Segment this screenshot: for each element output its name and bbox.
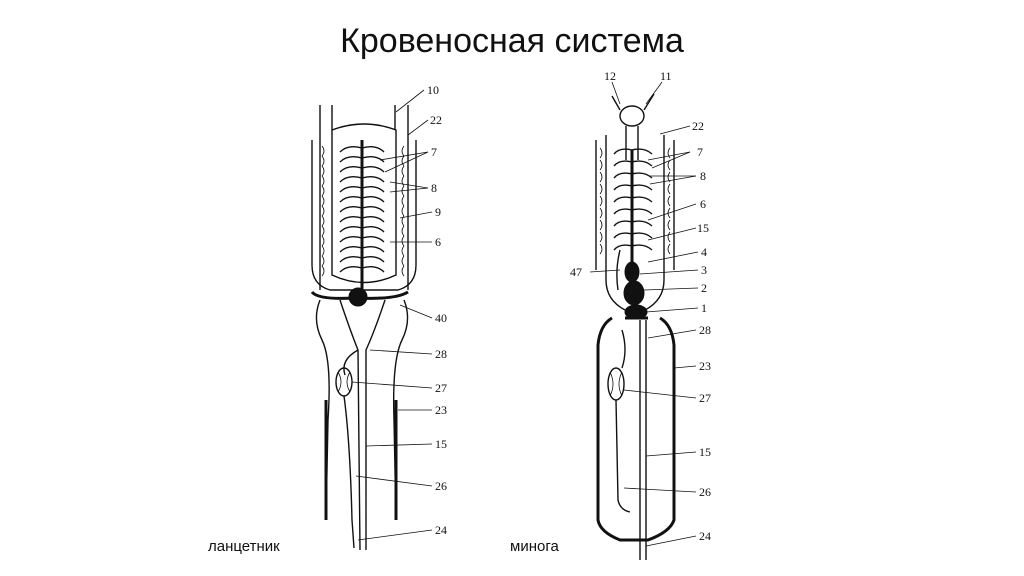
slide-title: Кровеносная система bbox=[340, 22, 684, 60]
lancelet-label: 15 bbox=[435, 437, 447, 451]
lancelet-label: 28 bbox=[435, 347, 447, 361]
lancelet-label: 8 bbox=[431, 181, 437, 195]
lamprey-label: 11 bbox=[660, 69, 672, 83]
lamprey-label: 12 bbox=[604, 69, 616, 83]
lamprey-label: 26 bbox=[699, 485, 711, 499]
lancelet-label: 10 bbox=[427, 83, 439, 97]
lamprey-label: 7 bbox=[697, 145, 703, 159]
lamprey-label: 47 bbox=[570, 265, 582, 279]
lamprey-label: 8 bbox=[700, 169, 706, 183]
lancelet-label: 27 bbox=[435, 381, 447, 395]
lamprey-label: 15 bbox=[697, 221, 709, 235]
lamprey-label: 2 bbox=[701, 281, 707, 295]
lancelet-label: 7 bbox=[431, 145, 437, 159]
lancelet-label: 6 bbox=[435, 235, 441, 249]
lamprey-diagram: 12 11 22 7 8 6 15 4 47 3 2 1 28 23 27 15… bbox=[570, 69, 711, 560]
lancelet-label: 23 bbox=[435, 403, 447, 417]
lancelet-label: 22 bbox=[430, 113, 442, 127]
lamprey-caption: минога bbox=[510, 538, 559, 555]
lamprey-label: 23 bbox=[699, 359, 711, 373]
lancelet-label: 9 bbox=[435, 205, 441, 219]
lancelet-label: 40 bbox=[435, 311, 447, 325]
lamprey-label: 1 bbox=[701, 301, 707, 315]
lamprey-label: 3 bbox=[701, 263, 707, 277]
lancelet-caption: ланцетник bbox=[208, 538, 280, 555]
lamprey-label: 4 bbox=[701, 245, 707, 259]
lancelet-diagram: 10 22 7 8 9 6 40 28 27 23 15 26 24 bbox=[310, 83, 447, 551]
lamprey-label: 15 bbox=[699, 445, 711, 459]
lamprey-label: 28 bbox=[699, 323, 711, 337]
lamprey-label: 27 bbox=[699, 391, 711, 405]
lamprey-label: 24 bbox=[699, 529, 711, 543]
lamprey-label: 6 bbox=[700, 197, 706, 211]
lancelet-label: 26 bbox=[435, 479, 447, 493]
lancelet-label: 24 bbox=[435, 523, 447, 537]
lamprey-label: 22 bbox=[692, 119, 704, 133]
